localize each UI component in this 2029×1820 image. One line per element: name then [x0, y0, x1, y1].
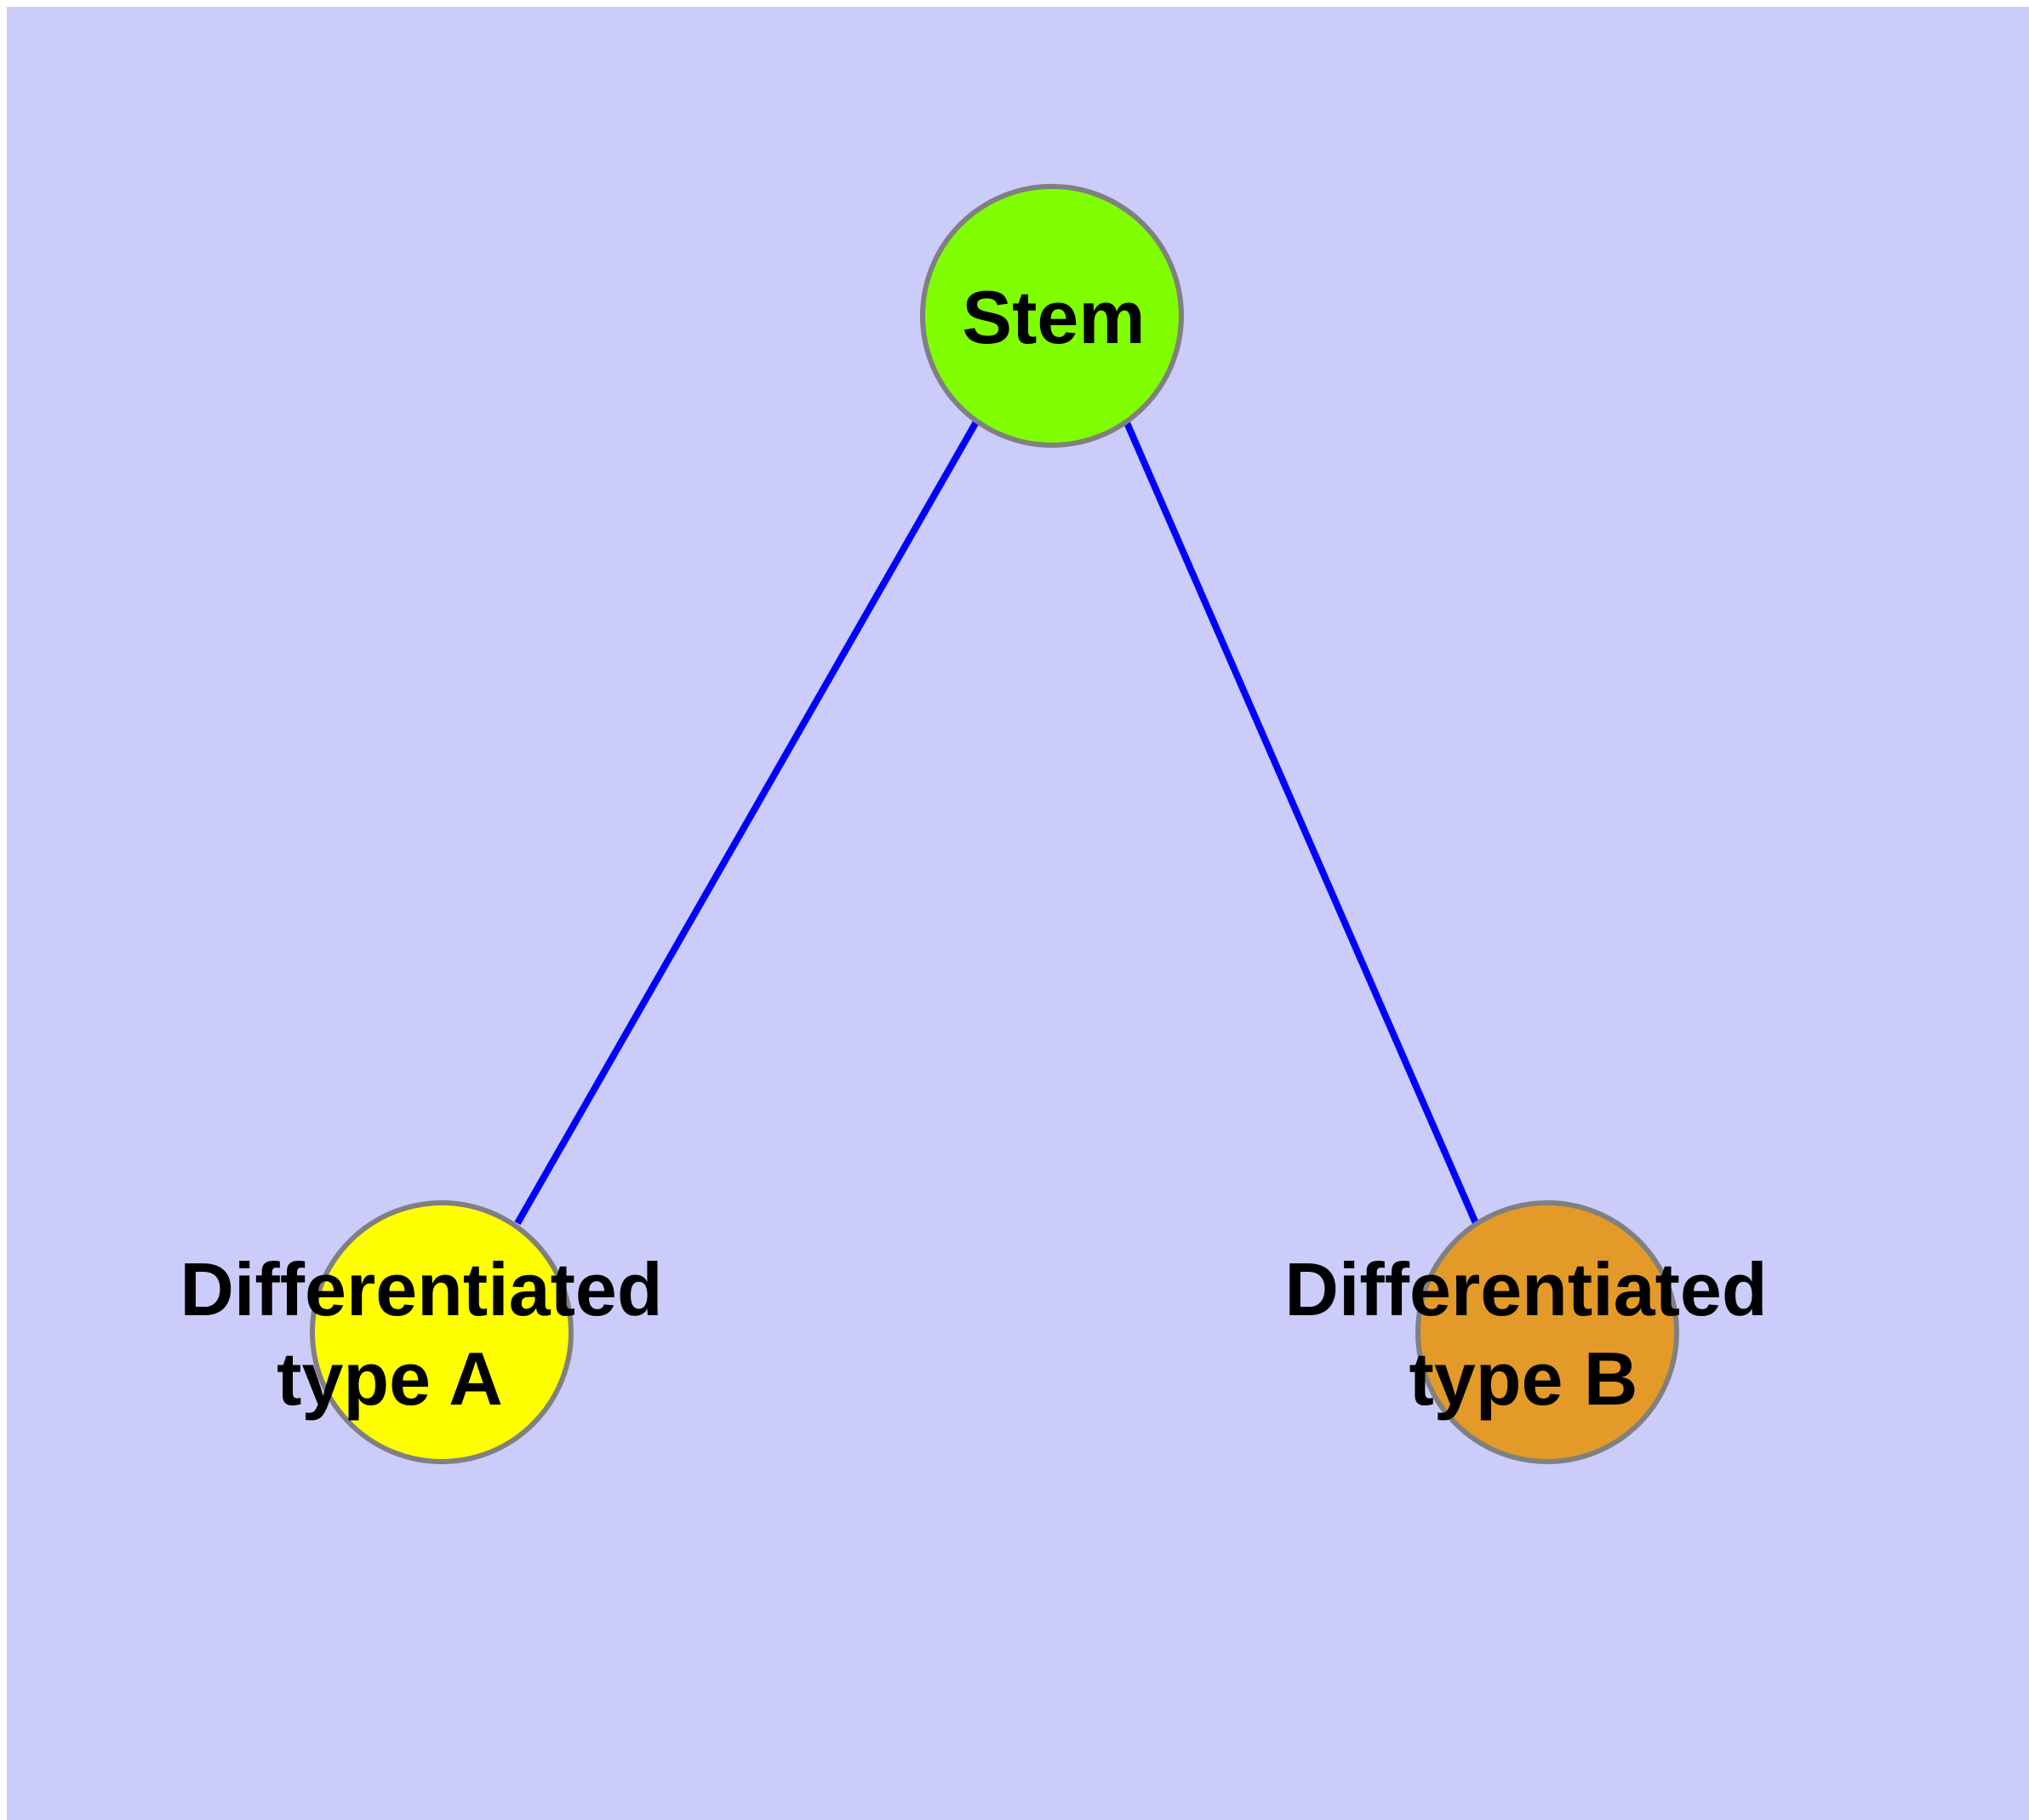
node-layer: Stem Differentiated type A Differentiate… — [180, 184, 1768, 1464]
node-stem[interactable]: Stem — [920, 184, 1184, 448]
edge-stem-to-differentiated-type-b[interactable] — [1122, 417, 1479, 1225]
node-differentiated-type-b[interactable]: Differentiated type B — [1284, 1200, 1768, 1464]
node-stem-circle[interactable] — [920, 184, 1184, 448]
node-differentiated-type-a[interactable]: Differentiated type A — [180, 1200, 663, 1464]
edge-layer — [514, 417, 1479, 1225]
node-differentiated-type-a-label-line2: type A — [277, 1336, 503, 1421]
node-differentiated-type-b-label-line2: type B — [1409, 1336, 1638, 1421]
node-differentiated-type-b-circle[interactable] — [1415, 1200, 1679, 1464]
node-differentiated-type-b-label-line1: Differentiated — [1284, 1247, 1767, 1331]
node-differentiated-type-a-circle[interactable] — [310, 1200, 574, 1464]
node-differentiated-type-a-label-line1: Differentiated — [180, 1247, 662, 1331]
node-stem-label: Stem — [962, 275, 1145, 359]
edge-stem-to-differentiated-type-a[interactable] — [514, 419, 980, 1225]
